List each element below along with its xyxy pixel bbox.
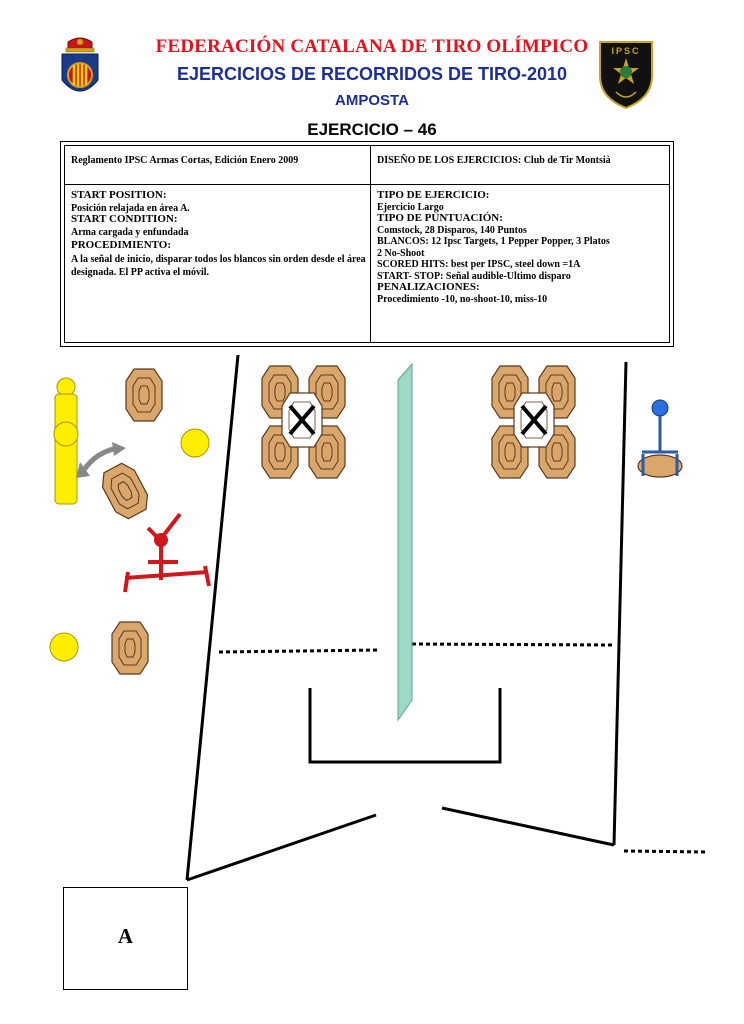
fault-line-left [218,648,381,654]
right-front-wall [441,806,615,847]
fault-line-outside [623,849,709,854]
start-area-label: A [117,924,134,948]
scoring-type-value: Comstock, 28 Disparos, 140 Puntos [377,224,527,236]
steel-plate [49,632,79,662]
start-area-box: A [63,887,188,990]
center-barrier [397,362,413,722]
penalties-value: Procedimiento -10, no-shoot-10, miss-10 [377,293,548,305]
small-popper [637,399,683,478]
federation-crest-icon [61,37,99,92]
scoring-info-column: TIPO DE EJERCICIO: Ejercicio Largo TIPO … [371,185,669,342]
pepper-popper [53,377,79,505]
start-position-label: START POSITION: [71,189,167,201]
scored-hits-line: SCORED HITS: best per IPSC, steel down =… [377,259,581,270]
right-target-group [491,365,576,479]
procedure-label: PROCEDIMIENTO: [71,239,172,251]
steel-plate [180,428,210,458]
ipsc-target [111,621,149,675]
scoring-type-label: TIPO DE PUNTUACIÓN: [377,212,503,224]
design-cell: DISEÑO DE LOS EJERCICIOS: Club de Tir Mo… [377,155,611,166]
right-fault-wall [612,361,628,846]
exercise-number: EJERCICIO – 46 [307,120,437,139]
mover-stand [123,512,211,593]
fault-line-right [411,642,613,647]
start-condition-label: START CONDITION: [71,213,178,225]
left-front-wall [186,813,377,882]
start-position-value: Posición relajada en área A. [71,202,190,214]
u-barricade [308,688,502,764]
exercise-type-value: Ejercicio Largo [377,201,444,213]
penalties-label: PENALIZACIONES: [377,281,480,293]
exercises-subtitle: EJERCICIOS DE RECORRIDOS DE TIRO-2010 [176,64,568,84]
no-shoot-target [512,391,556,449]
ipsc-logo-text: IPSC [611,46,640,56]
ipsc-logo-icon: IPSC [599,41,653,110]
ipsc-target [125,368,163,422]
left-fault-wall [185,354,240,881]
location-title: AMPOSTA [335,92,409,109]
federation-title: FEDERACIÓN CATALANA DE TIRO OLÍMPICO [155,36,589,57]
exercise-info-table: Reglamento IPSC Armas Cortas, Edición En… [60,141,674,347]
moving-target [96,458,154,524]
targets-line: BLANCOS: 12 Ipsc Targets, 1 Pepper Poppe… [377,236,610,247]
movement-arrow-icon [81,445,119,472]
left-target-group [261,365,346,479]
procedure-value: A la señal de inicio, disparar todos los… [71,253,366,278]
start-info-column: START POSITION: Posición relajada en áre… [65,185,371,342]
no-shoot-line: 2 No-Shoot [377,247,425,259]
start-stop-line: START- STOP: Señal audible-Ultimo dispar… [377,270,571,282]
start-condition-value: Arma cargada y enfundada [71,226,189,238]
rules-cell: Reglamento IPSC Armas Cortas, Edición En… [65,146,371,184]
no-shoot-target [280,391,324,449]
exercise-type-label: TIPO DE EJERCICIO: [377,189,490,201]
